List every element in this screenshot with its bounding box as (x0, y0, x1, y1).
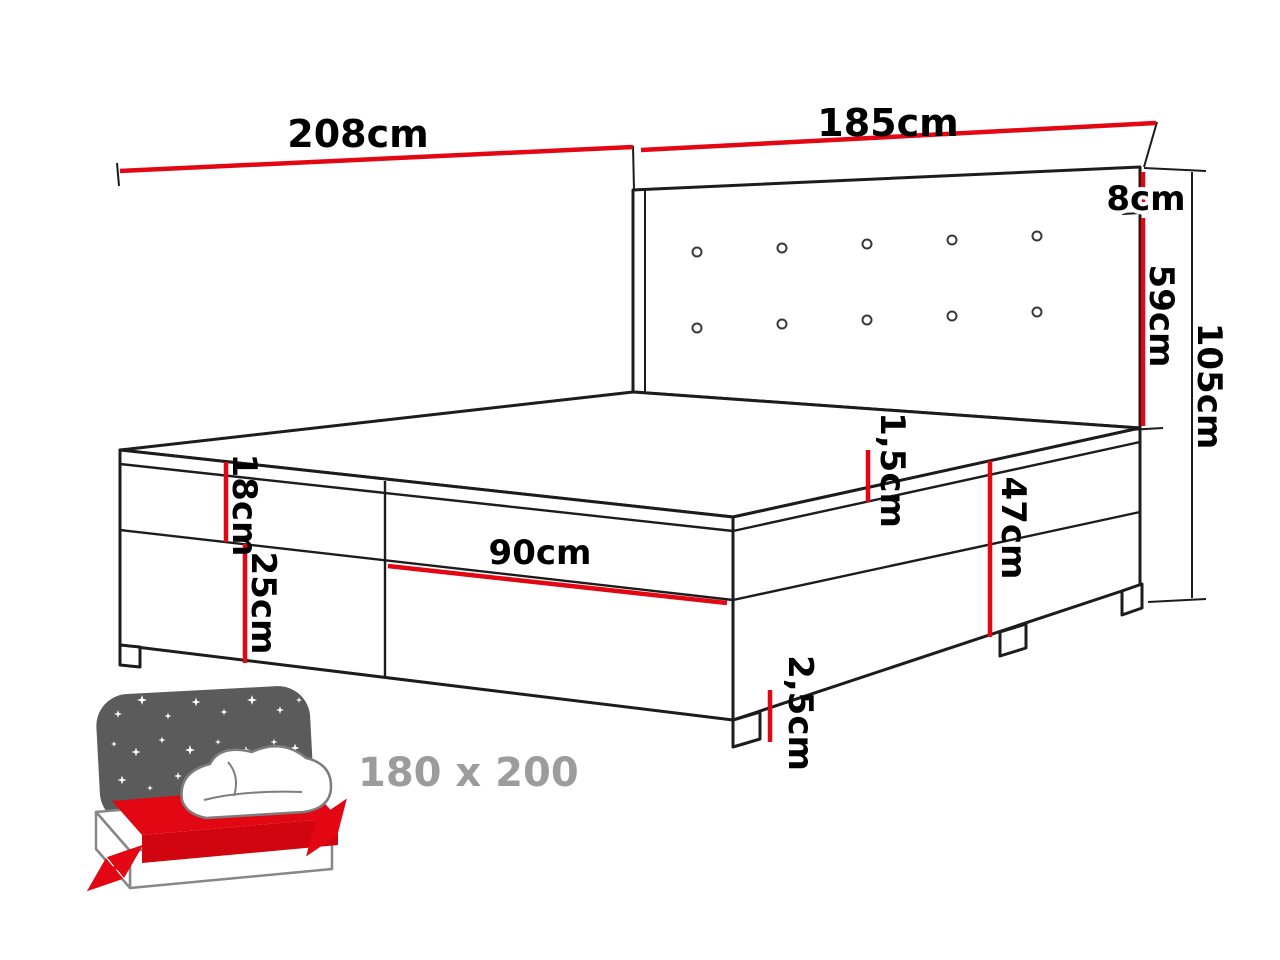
dim-topper-height-label: 1,5cm (872, 412, 912, 528)
dim-mattress-height-label: 18cm (224, 454, 264, 557)
dim-side-height-label: 47cm (993, 477, 1033, 580)
bed-foot-mid (998, 622, 1028, 658)
headboard (631, 165, 1142, 430)
icon-size-caption: 180 x 200 (358, 750, 579, 796)
bed-feet (118, 582, 1144, 749)
icon-depth-arrow (306, 798, 347, 857)
dim-feet-height-label: 2,5cm (780, 655, 820, 771)
headboard-panel (631, 165, 1142, 430)
dim-headboard-height-label: 59cm (1141, 265, 1181, 368)
dim-total-height-label: 105cm (1189, 323, 1229, 450)
dimension-labels: 208cm 185cm 8cm 59cm 105cm 18cm 25cm 90c… (224, 101, 1229, 771)
extension-lines (116, 121, 1207, 603)
dimension-lines (119, 120, 1157, 742)
icon-arrows (86, 798, 347, 892)
bed-foot-left (118, 643, 142, 669)
dim-line-length (119, 144, 634, 174)
dim-base-height-label: 25cm (243, 552, 283, 655)
dim-line-width (640, 120, 1157, 153)
dim-headboard-top-label: 8cm (1106, 179, 1185, 219)
bed-seams (119, 440, 1141, 677)
headboard-buttons (691, 230, 1043, 334)
icon-length-arrow (86, 844, 144, 892)
dim-drawer-width-label: 90cm (489, 533, 592, 573)
dim-length-label: 208cm (287, 112, 428, 156)
bed-drawing (118, 165, 1144, 749)
dim-width-label: 185cm (817, 101, 958, 145)
icon-duvet (180, 745, 333, 820)
bed-size-icon: 180 x 200 (86, 686, 579, 892)
dim-line-drawer-w (387, 563, 728, 606)
bed-foot-near (731, 710, 762, 749)
bed-foot-right (1120, 582, 1144, 617)
